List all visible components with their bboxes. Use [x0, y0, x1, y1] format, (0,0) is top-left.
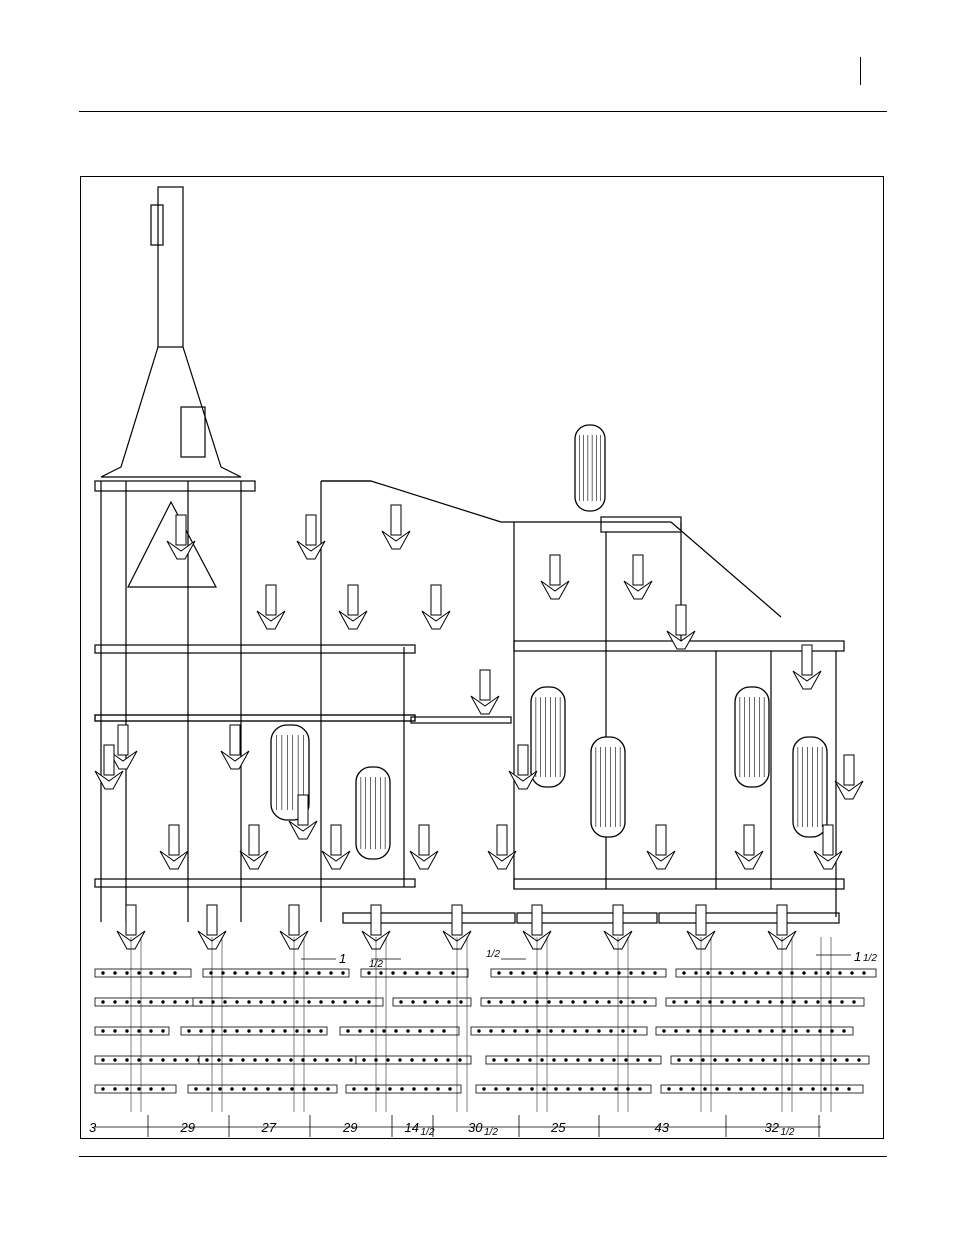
frame-linework [95, 187, 844, 923]
spacing-label: 14 [405, 1120, 419, 1135]
spacing-label-fraction: 1/2 [781, 1127, 795, 1138]
harrow-bar [471, 1027, 647, 1035]
harrow-bar [656, 1027, 853, 1035]
harrow-bar [491, 969, 666, 977]
harrow-bar [476, 1085, 651, 1093]
offset-callouts [301, 955, 851, 959]
spacing-label-fraction: 1/2 [484, 1127, 498, 1138]
offset-label-4: 1 [854, 949, 861, 964]
harrow-bar [193, 998, 383, 1006]
shank-sweep [257, 585, 285, 629]
harrow-bar [95, 1085, 176, 1093]
spacing-dimension-line [95, 1115, 821, 1137]
spacing-label: 27 [261, 1120, 277, 1135]
spacing-label: 29 [342, 1120, 357, 1135]
shank-sweep [647, 825, 675, 869]
offset-label-2: 1/2 [369, 959, 383, 970]
harrow-bar [188, 1085, 337, 1093]
harrow-bar [95, 1027, 169, 1035]
spacing-label: 30 [468, 1120, 483, 1135]
footer-rule [79, 1156, 887, 1157]
shank-sweep [339, 585, 367, 629]
harrow-bar [356, 1056, 471, 1064]
shank-sweep [240, 825, 268, 869]
shank-sweep [624, 555, 652, 599]
shank-sweep [160, 825, 188, 869]
shank-sweep [221, 725, 249, 769]
gauge-wheels [271, 425, 827, 859]
shank-sweep [167, 515, 195, 559]
harrow-bar [481, 998, 656, 1006]
edge-spacing-label: 3 [89, 1120, 97, 1135]
offset-label-4-frac: 1/2 [863, 953, 877, 964]
shank-sweep [541, 555, 569, 599]
offset-label-3: 1/2 [486, 949, 500, 960]
shank-sweep [422, 585, 450, 629]
harrow-bar [666, 998, 864, 1006]
shank-sweep [382, 505, 410, 549]
spacing-label: 32 [765, 1120, 780, 1135]
shank-sweep [322, 825, 350, 869]
harrow-bar [361, 969, 468, 977]
harrow-bar [661, 1085, 863, 1093]
shank-sweep [735, 825, 763, 869]
spacing-label-fraction: 1/2 [421, 1127, 435, 1138]
harrow-bar [671, 1056, 869, 1064]
spacing-label: 25 [550, 1120, 566, 1135]
header-rule [79, 111, 887, 112]
shank-sweep [835, 755, 863, 799]
harrow-bar [486, 1056, 661, 1064]
spacing-label: 43 [655, 1120, 670, 1135]
harrow-bar [393, 998, 471, 1006]
harrow-bar [203, 969, 349, 977]
harrow-bar [346, 1085, 461, 1093]
harrow-bar [95, 969, 191, 977]
page-tab-bar [860, 57, 861, 85]
offset-label-1: 1 [339, 951, 346, 966]
shank-sweep [410, 825, 438, 869]
spacing-label: 29 [180, 1120, 195, 1135]
shank-sweep [488, 825, 516, 869]
harrow-bar [676, 969, 876, 977]
shank-sweep [471, 670, 499, 714]
harrow-bar [181, 1027, 327, 1035]
harrow-bar [199, 1056, 356, 1064]
shank-sweep [667, 605, 695, 649]
harrow-bar [340, 1027, 459, 1035]
